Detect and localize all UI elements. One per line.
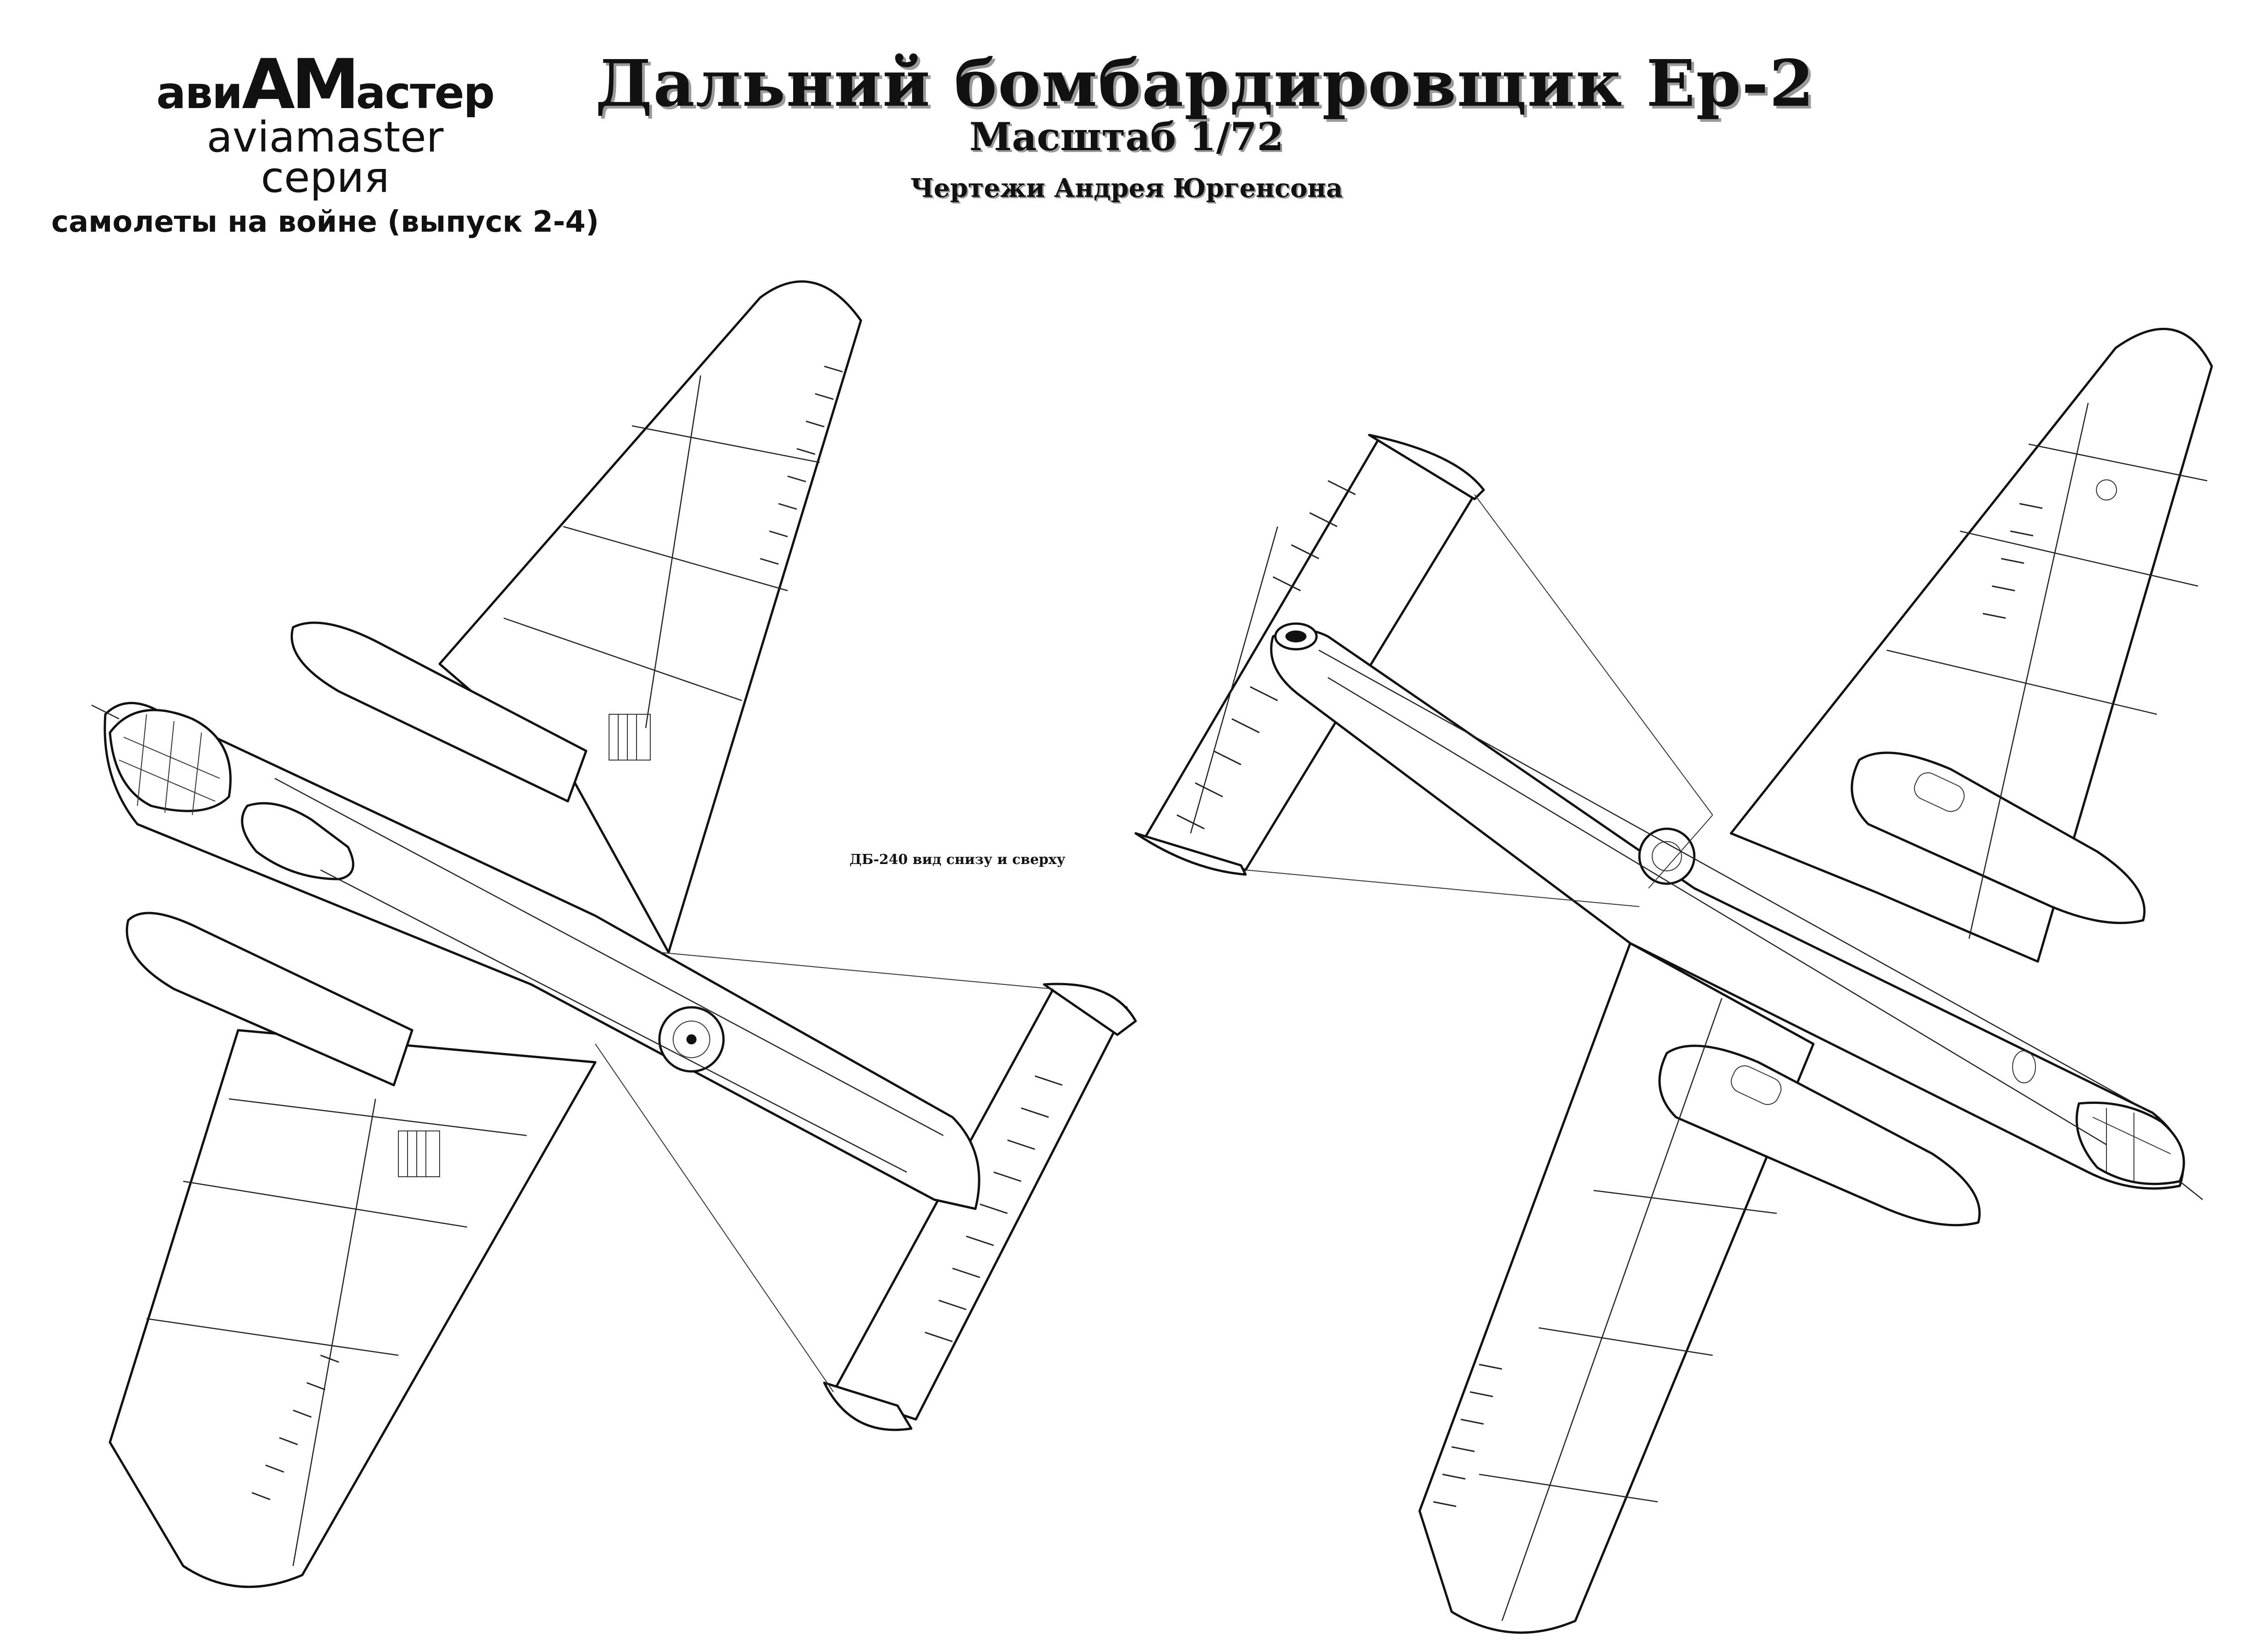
right-view-upper-nacelle	[1850, 751, 2146, 924]
view-caption: ДБ-240 вид снизу и сверху	[849, 852, 1066, 868]
left-view-lower-flap-hatching	[251, 1354, 339, 1500]
aircraft-underside-view	[91, 280, 1137, 1588]
right-view-turret	[1638, 827, 1696, 885]
right-view-turret-inner	[1652, 841, 1682, 871]
right-view-lower-nacelle	[1658, 1044, 1981, 1227]
left-view-elevator-hatching	[925, 1075, 1063, 1342]
left-view-panel-lines	[146, 375, 944, 1566]
right-view-upper-nacelle-hatch	[1914, 772, 1965, 812]
left-view-bomb-bay-grille-upper	[609, 714, 651, 761]
logo-part-1: ави	[156, 67, 243, 119]
right-view-tailplane-tip-lower	[1134, 832, 1247, 876]
publisher-logo: авиАМастер aviamaster серия самолеты на …	[27, 50, 623, 239]
series-issue: самолеты на войне (выпуск 2-4)	[51, 205, 599, 239]
right-view-upper-wing	[1730, 328, 2213, 963]
left-view-lower-wing	[109, 1029, 597, 1588]
right-view-fuselage-marker	[2012, 1050, 2036, 1083]
aircraft-top-view	[1134, 328, 2213, 1634]
left-view-pitot	[91, 704, 120, 720]
right-view-panel-lines	[1190, 402, 2208, 1621]
page-title: Дальний бомбардировщик Ер-2	[595, 46, 1815, 121]
right-view-lower-flap-hatching	[1433, 1364, 1502, 1507]
left-view-tailplane-tip-upper	[1043, 983, 1137, 1036]
left-view-tail-bracing	[595, 952, 1054, 1392]
left-view-turret-inner	[673, 1021, 710, 1058]
left-view-tailplane-tip-lower	[823, 1381, 913, 1431]
series-label: серия	[261, 153, 390, 202]
right-view-upper-flap-hatching	[1982, 503, 2043, 619]
right-view-lower-nacelle-hatch	[1731, 1065, 1782, 1105]
logo-wordmark: авиАМастер	[27, 50, 623, 119]
left-view-upper-wing	[438, 280, 862, 954]
right-view-tail-bracing	[1245, 494, 1713, 907]
right-view-lower-wing	[1418, 942, 1815, 1634]
left-view-upper-flap-hatching	[760, 365, 843, 565]
right-view-tail-gun	[1285, 630, 1306, 642]
right-view-fuselage	[1270, 628, 2184, 1190]
left-view-upper-nacelle	[290, 621, 588, 803]
nose-glazing-frames	[119, 714, 220, 815]
logo-part-3: астер	[356, 67, 495, 119]
title-block: Дальний бомбардировщик Ер-2 Масштаб 1/72…	[595, 46, 1815, 204]
left-view-bomb-bay-grille-lower	[398, 1130, 440, 1177]
right-view-pitot	[2179, 1181, 2203, 1200]
left-view-lower-nacelle	[125, 912, 414, 1087]
left-view-turret-hub	[686, 1034, 697, 1044]
right-view-tailplane-tip-upper	[1368, 434, 1485, 500]
right-view-wing-marker	[2096, 479, 2117, 500]
author-credit: Чертежи Андрея Юргенсона	[910, 173, 1343, 203]
logo-part-2: АМ	[242, 45, 359, 125]
scale-label: Масштаб 1/72	[969, 114, 1284, 159]
right-view-elevator-hatching	[1176, 480, 1356, 830]
logo-latin-name: aviamaster	[207, 113, 444, 162]
right-view-nose-frames	[2092, 1108, 2171, 1181]
